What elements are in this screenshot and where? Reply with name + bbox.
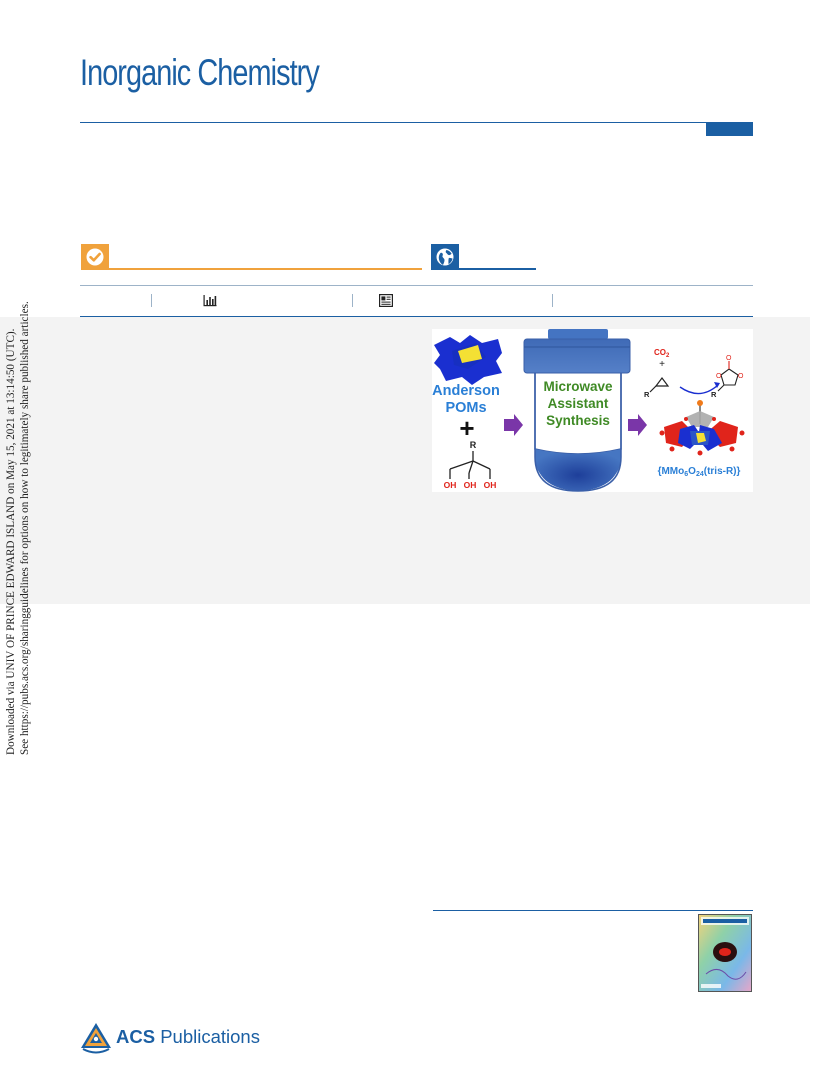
ring-o: O	[716, 373, 722, 380]
toc-graphic: Anderson POMs + R OH OH OH	[432, 329, 753, 492]
metrics-separator	[352, 294, 353, 307]
epoxide	[649, 377, 670, 393]
bar-chart-icon[interactable]	[203, 294, 217, 312]
tris-ligand	[449, 451, 491, 479]
co2-label: CO2	[654, 348, 670, 359]
global-access-badge[interactable]	[431, 244, 459, 270]
ligand-r-label: R	[470, 440, 477, 450]
carbonate-r-label: R	[711, 390, 717, 399]
vessel-label: Assistant	[548, 396, 609, 411]
open-access-underline	[109, 268, 422, 270]
reaction-plus: +	[659, 359, 665, 370]
acs-logo-icon	[80, 1022, 112, 1054]
arrow-right-icon	[628, 414, 647, 436]
microwave-vessel	[523, 329, 631, 492]
poms-label: POMs	[445, 400, 486, 416]
check-circle-icon	[86, 248, 104, 266]
reaction-arrowhead	[714, 382, 720, 388]
arrow-right-icon	[504, 414, 523, 436]
reaction-arrow	[679, 384, 719, 395]
metrics-bar-bottom-rule	[80, 316, 753, 317]
publisher-name: ACS Publications	[116, 1026, 260, 1047]
journal-title: Inorganic Chemistry	[80, 52, 320, 93]
ring-o: O	[738, 373, 744, 380]
metrics-separator	[552, 294, 553, 307]
oh-label: OH	[484, 480, 497, 490]
carbonyl-o: O	[726, 355, 732, 362]
article-type-tab	[706, 122, 753, 136]
download-note-line: Downloaded via UNIV OF PRINCE EDWARD ISL…	[5, 328, 17, 755]
sharing-guidelines-line[interactable]: See https://pubs.acs.org/sharingguidelin…	[19, 301, 31, 755]
article-recommendations-icon[interactable]	[379, 294, 394, 312]
cyclic-carbonate	[717, 361, 739, 392]
global-access-underline	[459, 268, 536, 270]
anderson-label: Anderson	[432, 383, 500, 399]
toc-graphic-svg: Anderson POMs + R OH OH OH	[432, 329, 745, 492]
vessel-label: Microwave	[543, 379, 613, 394]
vessel-label: Synthesis	[546, 413, 610, 428]
metrics-separator	[151, 294, 152, 307]
anderson-pom-shape	[434, 335, 502, 385]
polyoxometalate-cluster	[659, 400, 745, 456]
download-note: Downloaded via UNIV OF PRINCE EDWARD ISL…	[4, 301, 46, 755]
metrics-bar-top-rule	[80, 285, 753, 286]
cluster-formula: {MMo6O24(tris-R)}	[658, 466, 741, 478]
plus-sign: +	[459, 413, 474, 443]
oh-label: OH	[464, 480, 477, 490]
header-rule	[80, 122, 753, 123]
footnote-rule	[433, 910, 753, 911]
cover-image	[698, 914, 752, 992]
open-access-badge[interactable]	[81, 244, 109, 270]
epoxide-r-label: R	[644, 390, 650, 399]
globe-icon	[436, 248, 454, 266]
journal-cover-thumbnail[interactable]	[698, 914, 752, 992]
oh-label: OH	[444, 480, 457, 490]
